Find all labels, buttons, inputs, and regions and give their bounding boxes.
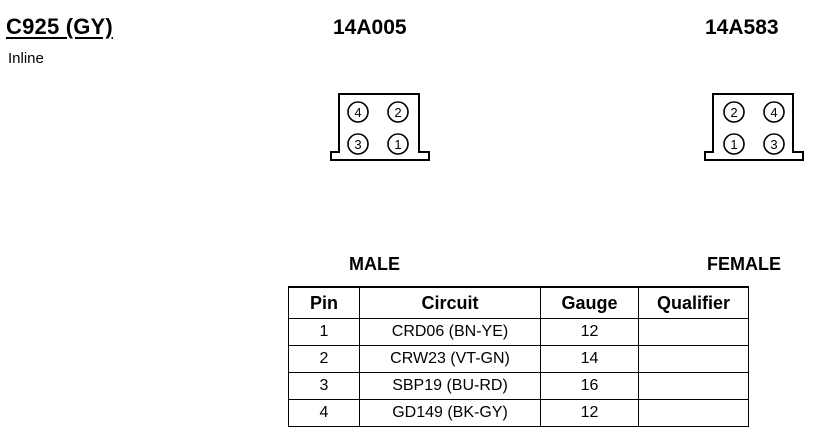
female-connector-face: 2 4 1 3 (704, 92, 806, 169)
male-cavity-2: 3 (347, 133, 369, 155)
female-part-number: 14A583 (705, 16, 779, 39)
female-cavity-3-label: 3 (770, 137, 777, 152)
header-gauge: Gauge (540, 286, 639, 319)
connector-title: C925 (GY) (6, 14, 113, 39)
cell-qualifier (638, 399, 749, 427)
female-cavity-0: 2 (723, 101, 745, 123)
header-qualifier: Qualifier (638, 286, 749, 319)
female-cavity-2-label: 1 (730, 137, 737, 152)
female-label: FEMALE (707, 254, 781, 274)
connector-type: Inline (8, 50, 44, 67)
cell-pin: 4 (288, 399, 360, 427)
cell-pin: 2 (288, 345, 360, 373)
male-cavity-0-label: 4 (354, 105, 361, 120)
male-connector-face: 4 2 3 1 (330, 92, 432, 169)
male-cavity-1: 2 (387, 101, 409, 123)
table-row: 3 SBP19 (BU-RD) 16 (288, 372, 749, 400)
table-row: 1 CRD06 (BN-YE) 12 (288, 318, 749, 346)
female-cavity-1: 4 (763, 101, 785, 123)
male-cavity-3-label: 1 (394, 137, 401, 152)
female-cavity-1-label: 4 (770, 105, 777, 120)
cell-gauge: 16 (540, 372, 639, 400)
table-row: 2 CRW23 (VT-GN) 14 (288, 345, 749, 373)
table-row: 4 GD149 (BK-GY) 12 (288, 399, 749, 427)
female-cavity-0-label: 2 (730, 105, 737, 120)
cell-gauge: 12 (540, 399, 639, 427)
female-cavity-3: 3 (763, 133, 785, 155)
cell-circuit: CRW23 (VT-GN) (359, 345, 541, 373)
male-connector-drawing: 4 2 3 1 (330, 93, 430, 161)
cell-qualifier (638, 345, 749, 373)
cell-pin: 3 (288, 372, 360, 400)
male-cavity-1-label: 2 (394, 105, 401, 120)
male-connector-outline (330, 93, 430, 161)
cell-qualifier (638, 318, 749, 346)
header-circuit: Circuit (359, 286, 541, 319)
cell-circuit: SBP19 (BU-RD) (359, 372, 541, 400)
female-connector-drawing: 2 4 1 3 (704, 93, 804, 161)
pin-table: Pin Circuit Gauge Qualifier 1 CRD06 (BN-… (288, 286, 749, 427)
cell-circuit: CRD06 (BN-YE) (359, 318, 541, 346)
cell-gauge: 12 (540, 318, 639, 346)
male-label: MALE (349, 254, 400, 274)
cell-pin: 1 (288, 318, 360, 346)
female-cavity-2: 1 (723, 133, 745, 155)
male-cavity-2-label: 3 (354, 137, 361, 152)
pin-table-header-row: Pin Circuit Gauge Qualifier (288, 286, 749, 319)
cell-qualifier (638, 372, 749, 400)
male-cavity-3: 1 (387, 133, 409, 155)
cell-gauge: 14 (540, 345, 639, 373)
female-connector-outline (704, 93, 804, 161)
male-part-number: 14A005 (333, 16, 407, 39)
cell-circuit: GD149 (BK-GY) (359, 399, 541, 427)
male-cavity-0: 4 (347, 101, 369, 123)
header-pin: Pin (288, 286, 360, 319)
